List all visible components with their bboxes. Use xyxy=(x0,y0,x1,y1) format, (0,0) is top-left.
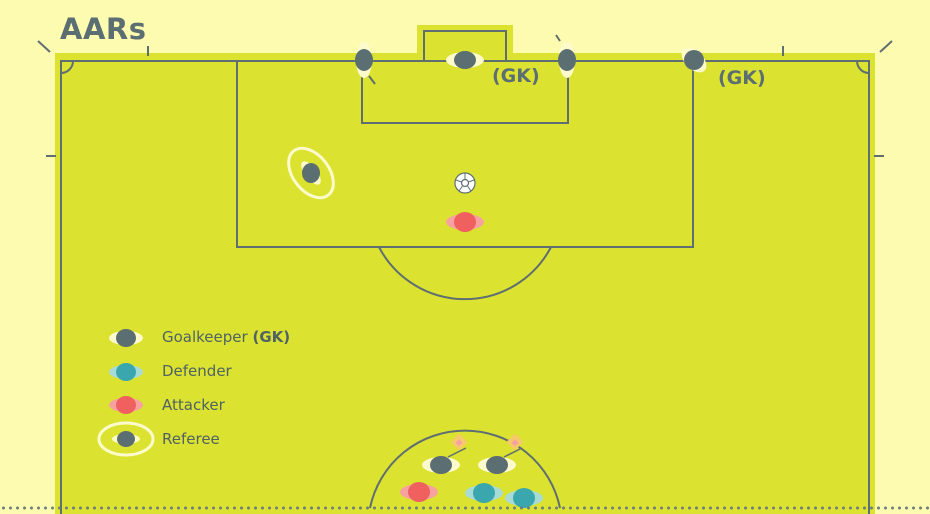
penalty-arc xyxy=(378,246,552,301)
corner-arc-right xyxy=(856,60,870,74)
dotted-divider xyxy=(0,505,930,511)
centre-circle xyxy=(369,429,561,509)
legend-label: Attacker xyxy=(162,396,225,414)
legend-item-defender: Defender xyxy=(162,362,232,380)
legend-suffix: (GK) xyxy=(252,328,291,346)
player-defender xyxy=(505,488,543,508)
legend-label: Referee xyxy=(162,430,220,448)
player-attacker xyxy=(446,212,484,232)
legend-icon-referee xyxy=(97,421,155,457)
legend-label: Defender xyxy=(162,362,232,380)
ball-icon xyxy=(454,172,476,194)
flag-icon xyxy=(447,433,468,458)
legend-item-attacker: Attacker xyxy=(162,396,225,414)
referee-icon xyxy=(287,146,335,200)
tick-mark xyxy=(37,40,51,53)
player-referee-bottom xyxy=(478,456,516,474)
player-defender xyxy=(465,483,503,503)
assistant-referee xyxy=(681,47,707,73)
legend-label: Goalkeeper xyxy=(162,328,248,346)
flag-icon xyxy=(503,433,524,458)
legend-item-goalkeeper: Goalkeeper (GK) xyxy=(162,328,290,346)
player-goalkeeper xyxy=(446,51,484,69)
player-attacker xyxy=(400,482,438,502)
gk-marker: (GK) xyxy=(492,65,540,87)
player-line-right xyxy=(555,34,576,78)
pitch-surface xyxy=(55,53,875,514)
player-line-left xyxy=(355,42,376,85)
tick-mark xyxy=(879,40,893,53)
legend-icon-defender xyxy=(109,363,143,381)
page-title: AARs xyxy=(60,12,147,46)
legend-item-referee: Referee xyxy=(162,430,220,448)
gk-marker: (GK) xyxy=(718,67,766,89)
legend-icon-goalkeeper xyxy=(109,329,143,347)
corner-arc-left xyxy=(60,60,74,74)
player-referee-bottom xyxy=(422,456,460,474)
legend-icon-attacker xyxy=(109,396,143,414)
